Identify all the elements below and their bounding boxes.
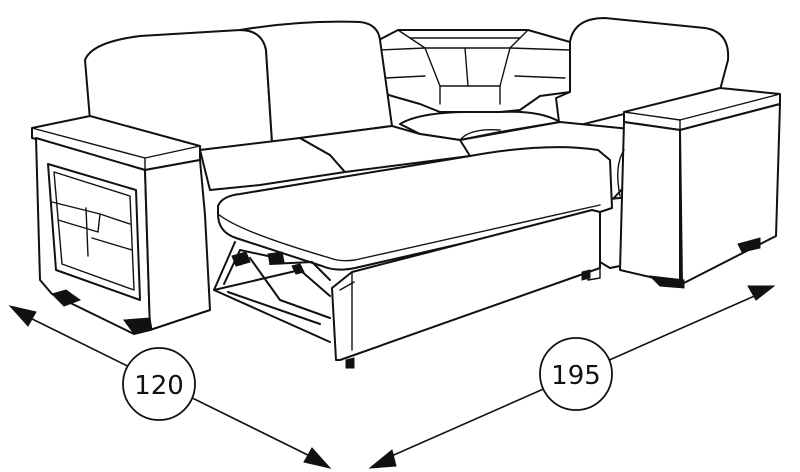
bed-front-panel [331, 209, 601, 369]
middle-seat-cushion [299, 125, 471, 173]
dimension-right-label: 195 [551, 361, 601, 391]
middle-back-cushion [239, 20, 393, 143]
arrowhead-left-start [8, 305, 37, 327]
arrowhead-right-end [747, 285, 776, 301]
bed-mechanism [213, 241, 331, 343]
arrowhead-left-end [303, 447, 332, 469]
corner-shelf-unit [374, 29, 571, 113]
right-armrest [617, 87, 781, 289]
arrowhead-right-start [368, 449, 397, 469]
dimension-right-circle [539, 337, 613, 411]
pullout-mattress [217, 146, 613, 271]
dimension-right: 195 [368, 285, 776, 469]
dimension-left-label: 120 [134, 371, 184, 401]
dimension-left: 120 [8, 305, 332, 469]
dimension-left-circle [122, 347, 196, 421]
left-armrest [31, 115, 211, 335]
